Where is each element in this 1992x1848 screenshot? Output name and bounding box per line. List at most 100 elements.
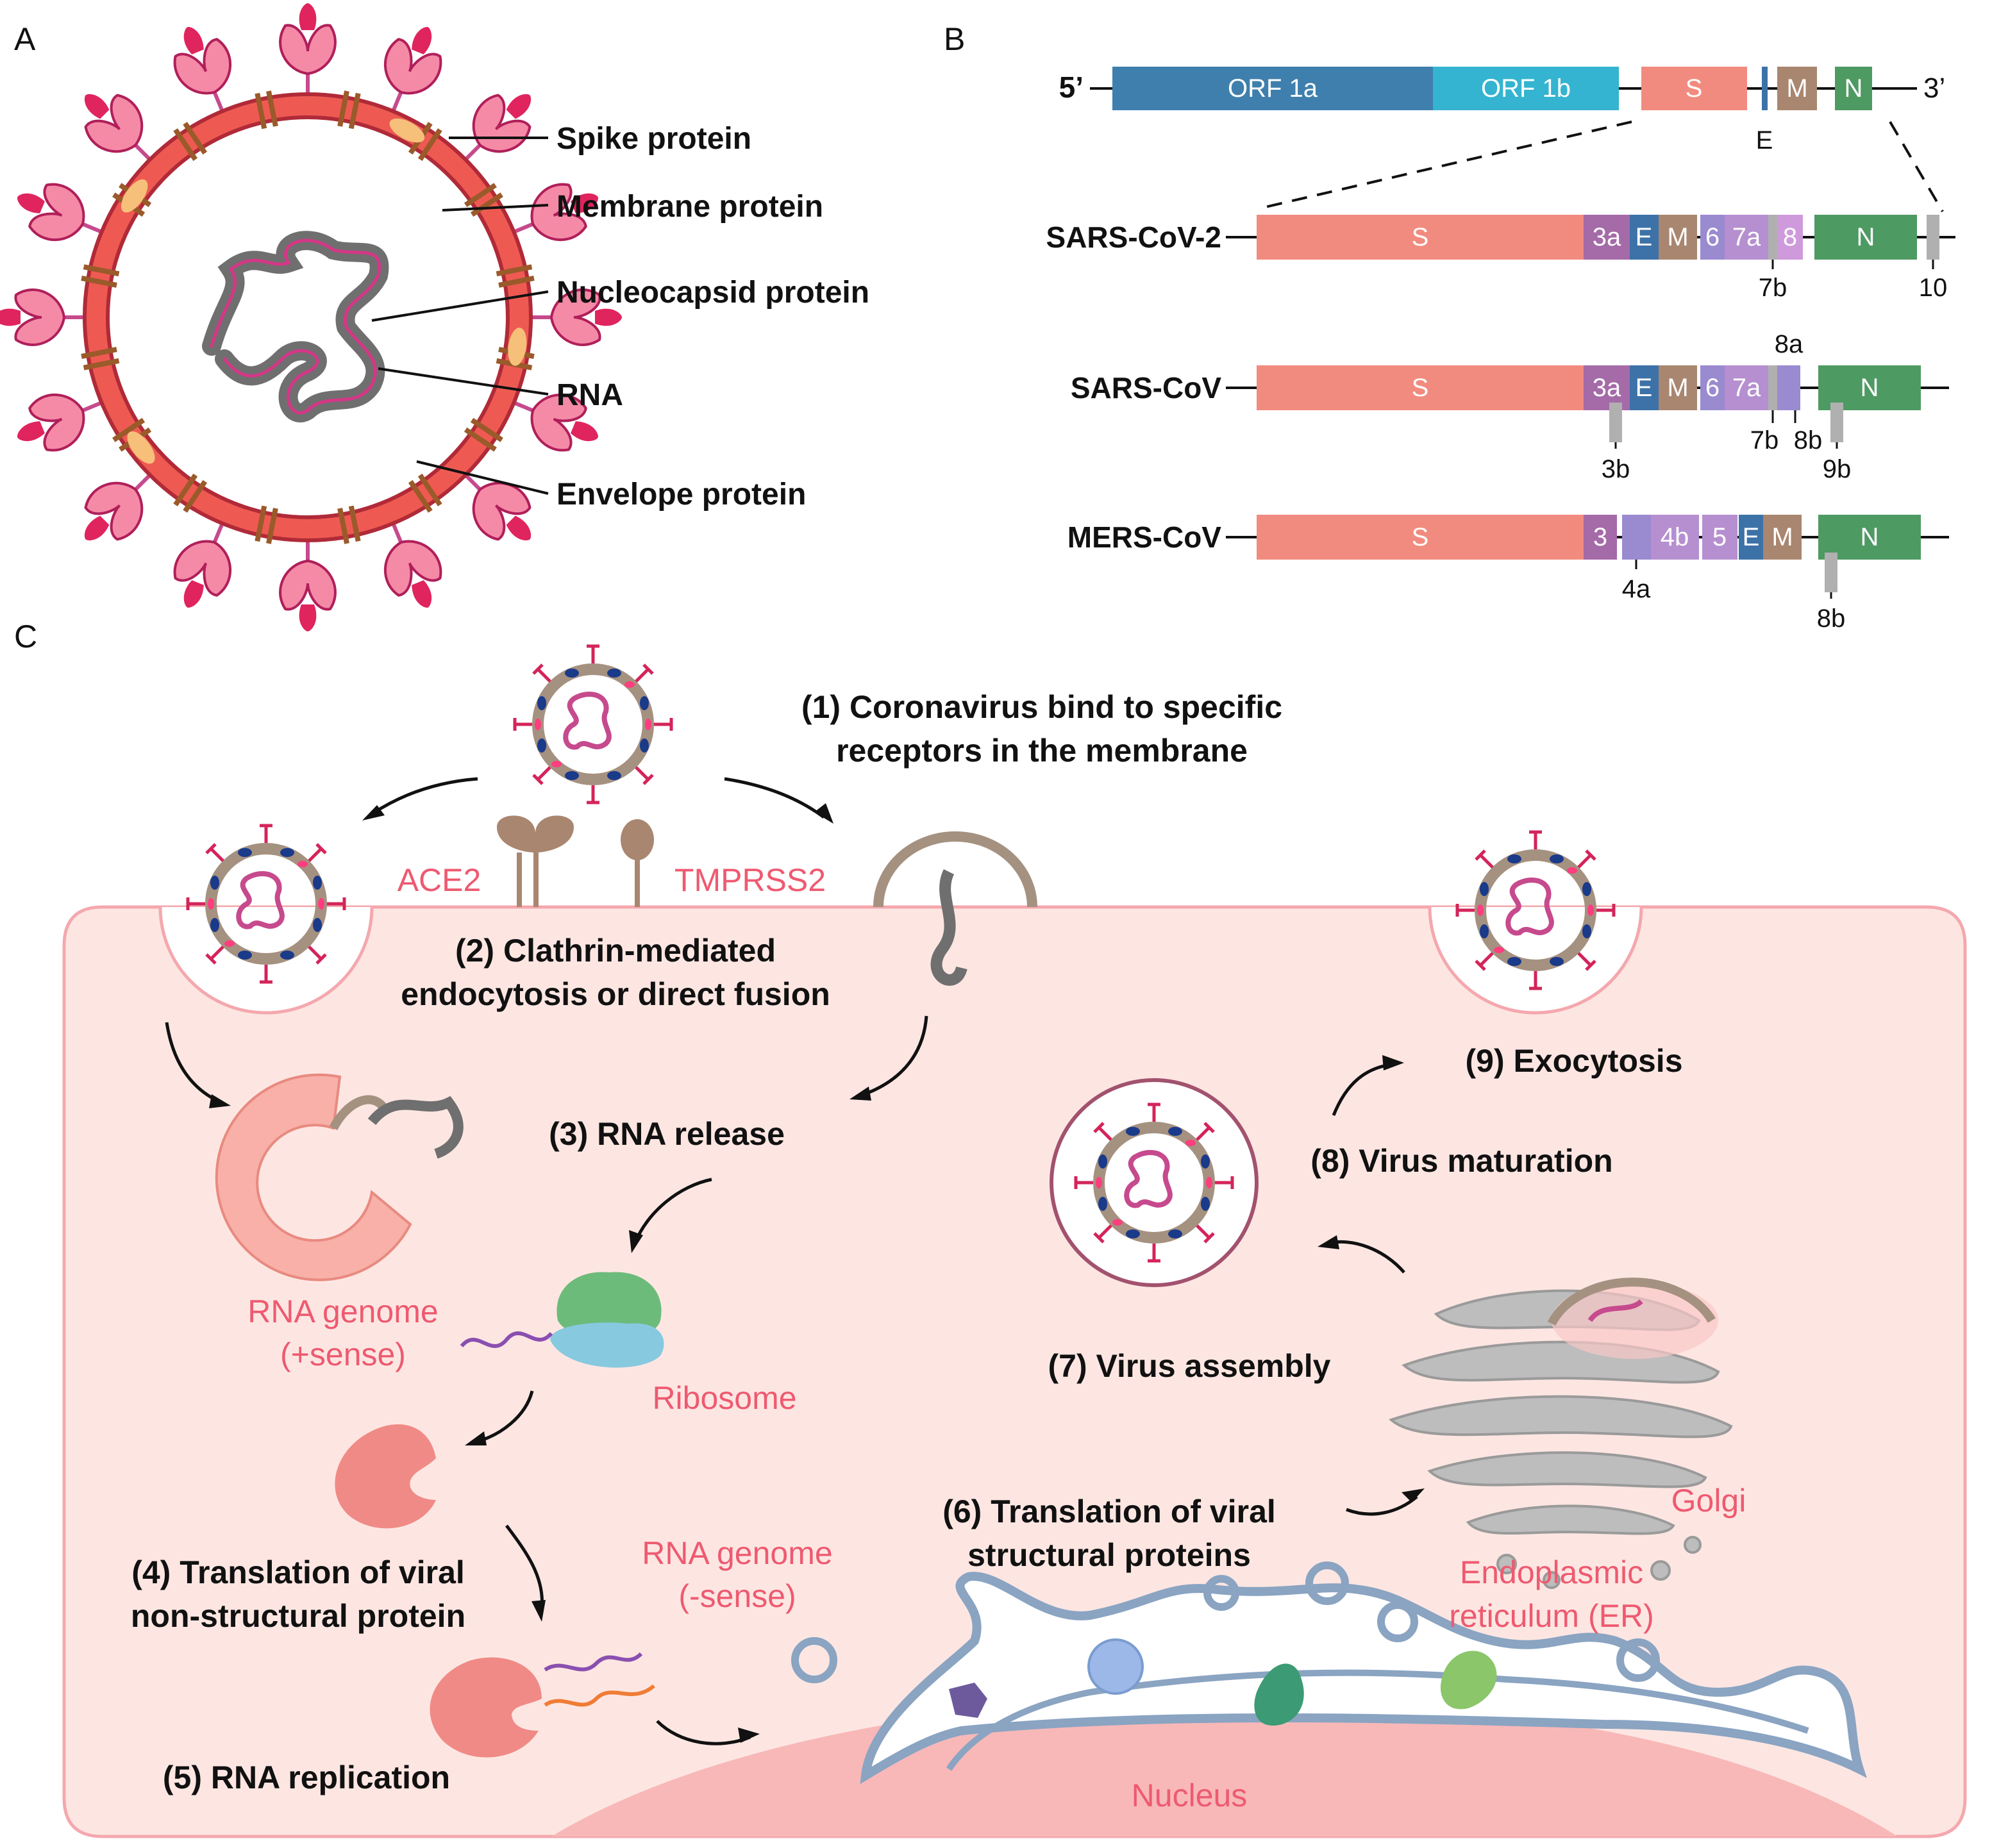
gene-label: M — [1667, 223, 1688, 251]
gene-e — [1762, 67, 1768, 110]
gene-orf1a-label: ORF 1a — [1228, 74, 1318, 103]
gene-label: 4b — [1661, 523, 1689, 551]
label-rna-genome-minus-1: RNA genome — [642, 1535, 832, 1571]
gene-label: S — [1412, 523, 1429, 551]
endoplasmic-reticulum — [860, 1572, 1867, 1785]
gene-label: S — [1412, 374, 1429, 402]
label-rna-genome-plus-2: (+sense) — [280, 1336, 406, 1372]
gene-label: E — [1636, 374, 1653, 402]
genome-sars-cov: SARS-CoV S 3a E M 6 7a N 8a 3b 7b 8b 9b — [1071, 330, 1949, 483]
label-spike-protein: Spike protein — [557, 122, 751, 156]
label-ribosome: Ribosome — [652, 1380, 796, 1416]
step-7: (7) Virus assembly — [1048, 1348, 1331, 1384]
gene-label: 8b — [1794, 426, 1823, 454]
label-er-1: Endoplasmic — [1460, 1554, 1643, 1590]
genome-name-sars-cov: SARS-CoV — [1071, 371, 1221, 404]
gene-orf1b-label: ORF 1b — [1481, 74, 1571, 103]
gene-e-label: E — [1756, 126, 1773, 154]
gene-label: 6 — [1705, 223, 1720, 251]
membrane-protein-icon — [173, 473, 208, 513]
membrane-protein-icon — [496, 264, 535, 288]
label-golgi: Golgi — [1671, 1483, 1746, 1519]
membrane-protein-icon — [408, 473, 442, 513]
panel-label-b: B — [944, 21, 965, 57]
membrane-protein-icon — [81, 347, 120, 370]
gene-label: 3a — [1593, 223, 1621, 251]
five-prime-end: 5’ — [1059, 71, 1084, 104]
gene-label: 3 — [1593, 523, 1607, 551]
gene-label: N — [1861, 523, 1879, 551]
gene-label: 10 — [1919, 274, 1948, 302]
virion-callout-lines — [371, 137, 549, 495]
envelope-protein-icon — [127, 431, 155, 464]
virion-diagram — [0, 3, 622, 631]
gene-label: 8a — [1775, 330, 1804, 358]
spike-protein-icon — [0, 290, 96, 345]
virus-particle — [515, 646, 671, 803]
label-rna-genome-plus-1: RNA genome — [247, 1294, 438, 1329]
gene-orf1b — [1433, 67, 1619, 110]
ace2-receptor — [497, 815, 574, 907]
membrane-protein-icon — [337, 505, 361, 544]
gene-label: 3a — [1593, 374, 1621, 402]
gene-label: 7a — [1732, 223, 1761, 251]
membrane-proteins — [81, 90, 535, 544]
step-2-line-1: (2) Clathrin-mediated — [455, 933, 776, 969]
membrane-protein-icon — [337, 90, 361, 129]
arrow-heads — [209, 803, 1425, 1743]
membrane-protein-icon — [255, 505, 278, 544]
tmprss2-receptor — [621, 819, 654, 907]
label-rna-genome-minus-2: (-sense) — [678, 1578, 796, 1614]
endosome — [215, 1073, 464, 1281]
step-1-line-1: (1) Coronavirus bind to specific — [801, 689, 1282, 725]
gene-label: 7b — [1750, 426, 1779, 454]
genome-name-sars-cov-2: SARS-CoV-2 — [1046, 221, 1221, 254]
step-9: (9) Exocytosis — [1465, 1043, 1682, 1079]
envelope-proteins — [121, 118, 527, 464]
label-nucleus: Nucleus — [1132, 1777, 1248, 1813]
step-4-line-2: non-structural protein — [131, 1598, 465, 1634]
envelope-protein-icon — [121, 179, 148, 213]
genome-mers-cov: MERS-CoV S 3 4b 5 E M N 4a 8b — [1067, 515, 1949, 633]
envelope-protein-icon — [508, 328, 527, 366]
membrane-protein-icon — [81, 264, 120, 288]
label-membrane-protein: Membrane protein — [557, 190, 823, 224]
label-envelope-protein: Envelope protein — [557, 478, 806, 512]
genome-name-mers-cov: MERS-CoV — [1067, 520, 1222, 554]
genome-sars-cov-2: SARS-CoV-2 S 3a E M 6 7a 8 N 7b 10 — [1046, 215, 1955, 302]
gene-label: 9b — [1823, 455, 1852, 483]
membrane-protein-icon — [173, 122, 208, 162]
panel-label-a: A — [14, 21, 36, 57]
step-3: (3) RNA release — [549, 1116, 785, 1152]
gene-label: 5 — [1712, 523, 1727, 551]
three-prime-end: 3’ — [1923, 72, 1945, 104]
gene-n — [1835, 67, 1872, 110]
step-6-line-1: (6) Translation of viral — [942, 1494, 1276, 1529]
step-6-line-2: structural proteins — [967, 1537, 1251, 1573]
assembling-virus — [1547, 1278, 1718, 1359]
gene-label: 7a — [1732, 374, 1761, 402]
spike-protein-icon — [280, 3, 335, 106]
panel-label-c: C — [14, 619, 37, 654]
gene-label: 4a — [1622, 575, 1651, 603]
fusing-virus — [873, 831, 1037, 986]
step-8: (8) Virus maturation — [1310, 1143, 1612, 1179]
er-vesicles — [791, 1561, 1660, 1683]
cell-lifecycle: (1) Coronavirus bind to specific recepto… — [62, 646, 1967, 1838]
gene-label: S — [1412, 223, 1429, 251]
rna-minus-strand — [544, 1684, 655, 1707]
ribosome — [550, 1272, 664, 1368]
gene-m — [1777, 67, 1817, 110]
non-structural-protein — [335, 1424, 436, 1529]
membrane-protein-icon — [255, 90, 278, 129]
step-5: (5) RNA replication — [163, 1760, 450, 1795]
rna-replication-strand — [544, 1652, 643, 1672]
gene-label: M — [1667, 374, 1688, 402]
gene-label: 8 — [1783, 223, 1797, 251]
gene-label: N — [1857, 223, 1875, 251]
er-proteins — [949, 1638, 1497, 1726]
gene-label: 3b — [1602, 455, 1630, 483]
label-nucleocapsid-protein: Nucleocapsid protein — [557, 276, 869, 310]
rna-plus-strand — [460, 1331, 553, 1348]
